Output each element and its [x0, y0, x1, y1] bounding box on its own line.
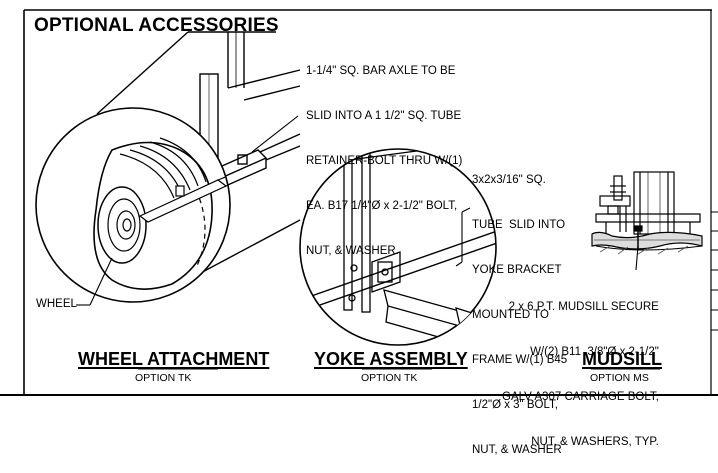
axle-note-line: 1-1/4" SQ. BAR AXLE TO BE	[306, 65, 456, 77]
mudsill-note-line: 2 x 6 P.T. MUDSILL SECURE	[508, 301, 659, 313]
axle-note-line: EA. B17 1/4"Ø x 2-1/2" BOLT,	[306, 200, 458, 212]
mudsill-note-leader	[635, 245, 639, 271]
sheet-border	[0, 9, 718, 396]
mudsill-note: 2 x 6 P.T. MUDSILL SECURE W/(2) B11 3/8"…	[502, 270, 659, 465]
tube-note-line: TUBE SLID INTO	[472, 219, 566, 231]
wheel-detail-circle	[35, 107, 231, 303]
axle-note: 1-1/4" SQ. BAR AXLE TO BE SLID INTO A 1 …	[306, 34, 462, 274]
drawing-sheet	[0, 9, 718, 396]
mudsill-detail	[591, 171, 703, 255]
axle-note-line: NUT, & WASHER.	[306, 245, 399, 257]
wheel-leader	[76, 257, 113, 306]
axle-note-line: RETAINER-BOLT THRU W/(1)	[306, 155, 463, 167]
yoke-assembly-title: YOKE ASSEMBLY	[314, 349, 468, 369]
axle-note-line: SLID INTO A 1 1/2" SQ. TUBE	[306, 110, 462, 122]
page-title: OPTIONAL ACCESSORIES	[34, 15, 279, 36]
yoke-assembly-option: OPTION TK	[361, 372, 418, 384]
tube-note-line: 3x2x3/16" SQ.	[472, 174, 546, 186]
tube-note-leader	[455, 207, 471, 267]
mudsill-note-line: NUT, & WASHERS, TYP.	[531, 436, 659, 448]
tube-note-line: MOUNTED TO	[472, 309, 549, 321]
mudsill-note-line: W/(2) B11 3/8"Ø x 2-1/2"	[530, 346, 659, 358]
wheel-attachment-option: OPTION TK	[135, 372, 192, 384]
tube-note-line: FRAME W/(1) B45	[472, 354, 568, 366]
mudsill-option: OPTION MS	[590, 372, 649, 384]
axle-note-leader	[251, 115, 299, 153]
wheel-attachment-title: WHEEL ATTACHMENT	[78, 349, 270, 369]
mudsill-title: MUDSILL	[582, 349, 662, 369]
mudsill-note-line: GALV A307 CARRIAGE BOLT,	[502, 391, 659, 403]
wheel-label: WHEEL	[36, 298, 77, 310]
tube-note-line: YOKE BRACKET	[472, 264, 562, 276]
